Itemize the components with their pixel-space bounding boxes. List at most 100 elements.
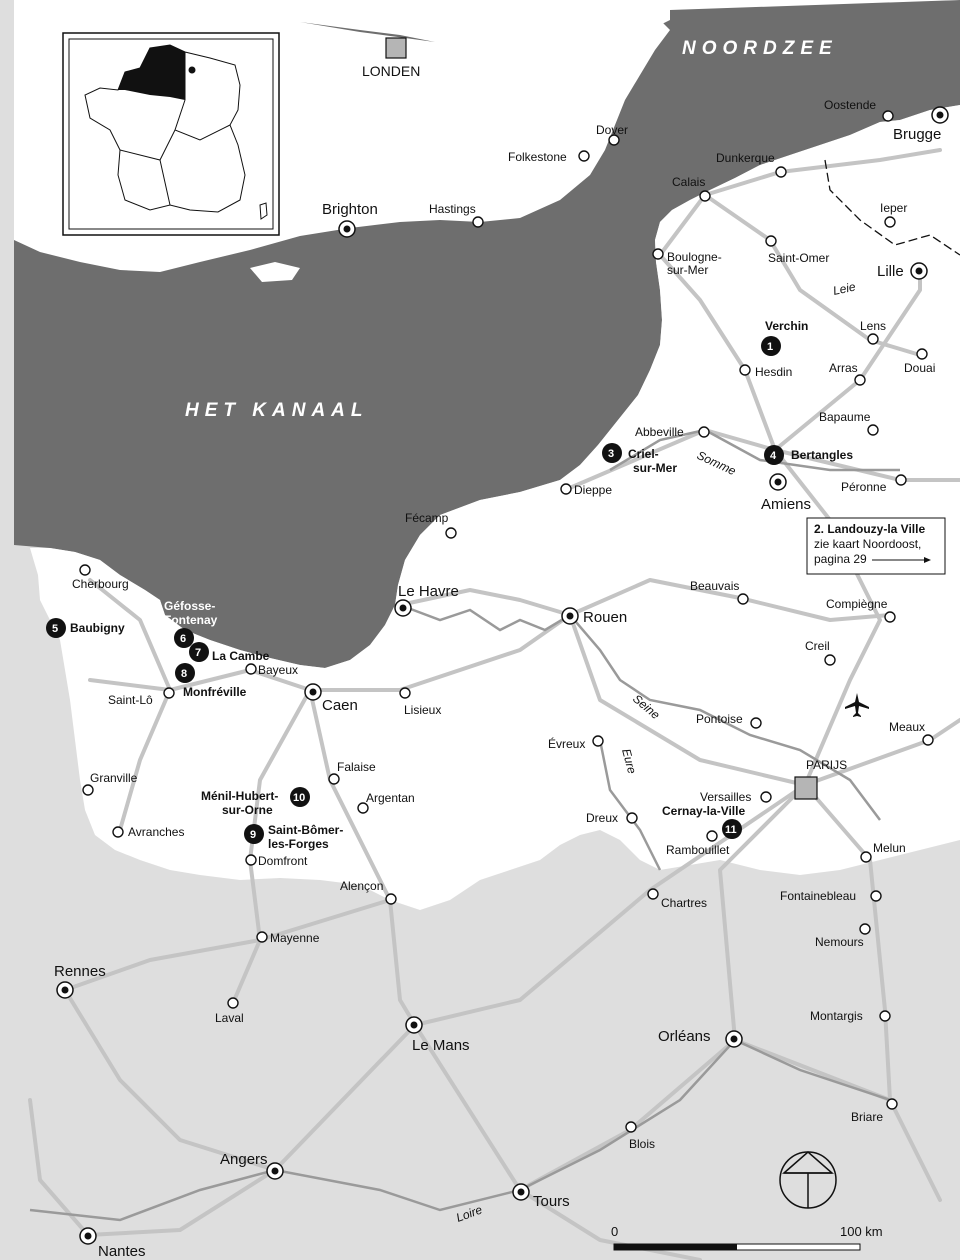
scale-label-zero: 0 xyxy=(611,1224,618,1239)
label-saint-omer: Saint-Omer xyxy=(768,251,829,265)
label-montargis: Montargis xyxy=(810,1009,863,1023)
site-label-menil-hubert-2: sur-Orne xyxy=(222,803,273,817)
label-falaise: Falaise xyxy=(337,760,376,774)
label-nantes: Nantes xyxy=(98,1243,146,1260)
locator-highlight xyxy=(118,45,185,100)
label-nemours: Nemours xyxy=(815,935,864,949)
label-dover: Dover xyxy=(596,123,628,137)
label-fontainebleau: Fontainebleau xyxy=(780,889,856,903)
locator-map xyxy=(62,32,280,236)
scale-label-end: 100 km xyxy=(840,1224,883,1239)
site-number-7: 7 xyxy=(195,647,201,659)
label-le-havre: Le Havre xyxy=(398,583,459,600)
label-parijs: PARIJS xyxy=(806,758,847,772)
label-peronne: Péronne xyxy=(841,480,887,494)
site-label-criel-2: sur-Mer xyxy=(633,461,677,475)
label-oostende: Oostende xyxy=(824,98,876,112)
label-orleans: Orléans xyxy=(658,1028,711,1045)
label-bapaume: Bapaume xyxy=(819,410,871,424)
label-dreux: Dreux xyxy=(586,811,618,825)
label-alencon: Alençon xyxy=(340,879,383,893)
label-angers: Angers xyxy=(220,1151,268,1168)
site-number-4: 4 xyxy=(770,450,777,462)
label-laval: Laval xyxy=(215,1011,244,1025)
isle-of-wight xyxy=(250,262,300,282)
label-rouen: Rouen xyxy=(583,609,627,626)
label-avranches: Avranches xyxy=(128,825,184,839)
label-river-eure: Eure xyxy=(619,747,639,775)
note-line-1: zie kaart Noordoost, xyxy=(814,537,921,551)
major-city-dots xyxy=(61,111,944,1240)
site-label-saint-bomer-2: les-Forges xyxy=(268,837,329,851)
country-borders xyxy=(824,159,960,256)
label-boulogne: Boulogne- xyxy=(667,250,722,264)
france-land xyxy=(30,105,960,910)
label-dieppe: Dieppe xyxy=(574,483,612,497)
label-bayeux: Bayeux xyxy=(258,663,298,677)
site-number-5: 5 xyxy=(52,623,58,635)
site-label-cernay: Cernay-la-Ville xyxy=(662,804,745,818)
label-meaux: Meaux xyxy=(889,720,925,734)
label-caen: Caen xyxy=(322,697,358,714)
locator-paris-dot xyxy=(188,66,196,74)
site-number-6: 6 xyxy=(180,633,186,645)
label-melun: Melun xyxy=(873,841,906,855)
rivers xyxy=(29,428,900,1222)
label-saint-lo: Saint-Lô xyxy=(108,693,153,707)
site-label-gefosse: Géfosse- xyxy=(164,599,215,613)
label-hastings: Hastings xyxy=(429,202,476,216)
label-brighton: Brighton xyxy=(322,201,378,218)
note-box xyxy=(806,517,946,575)
label-rambouillet: Rambouillet xyxy=(666,843,730,857)
label-lens: Lens xyxy=(860,319,886,333)
river-eure xyxy=(598,739,662,871)
label-rennes: Rennes xyxy=(54,963,106,980)
label-ieper: Ieper xyxy=(880,201,907,215)
note-title: 2. Landouzy-la Ville xyxy=(814,522,925,536)
river-loire xyxy=(29,1038,891,1222)
label-evreux: Évreux xyxy=(548,736,585,751)
site-label-gefosse-2: Fontenay xyxy=(164,613,218,627)
site-label-baubigny: Baubigny xyxy=(70,621,125,635)
note-arrow-head xyxy=(924,557,931,563)
label-cherbourg: Cherbourg xyxy=(72,577,129,591)
label-brugge: Brugge xyxy=(893,126,941,143)
label-beauvais: Beauvais xyxy=(690,579,739,593)
label-versailles: Versailles xyxy=(700,790,751,804)
site-label-bertangles: Bertangles xyxy=(791,448,853,462)
label-calais: Calais xyxy=(672,175,705,189)
site-number-11: 11 xyxy=(725,824,737,836)
site-label-criel: Criel- xyxy=(628,447,659,461)
note-line-2: pagina 29 xyxy=(814,552,867,566)
label-douai: Douai xyxy=(904,361,935,375)
site-number-3: 3 xyxy=(608,448,614,460)
label-hesdin: Hesdin xyxy=(755,365,792,379)
label-lille: Lille xyxy=(877,263,904,280)
airport-icon xyxy=(845,693,869,717)
compass-icon xyxy=(779,1151,837,1209)
locator-regions xyxy=(119,52,231,206)
label-argentan: Argentan xyxy=(366,791,415,805)
river-seine xyxy=(399,603,881,821)
capital-marker-parijs xyxy=(794,776,818,800)
label-dunkerque: Dunkerque xyxy=(716,151,775,165)
label-londen: LONDEN xyxy=(362,63,420,79)
site-number-10: 10 xyxy=(293,792,305,804)
label-domfront: Domfront xyxy=(258,854,308,868)
site-number-1: 1 xyxy=(767,341,773,353)
site-label-verchin: Verchin xyxy=(765,319,808,333)
label-pontoise: Pontoise xyxy=(696,712,743,726)
site-label-la-cambe: La Cambe xyxy=(212,649,270,663)
label-le-mans: Le Mans xyxy=(412,1037,470,1054)
minor-city-markers xyxy=(79,110,934,1133)
sea-label-het-kanaal: HET KANAAL xyxy=(185,400,369,421)
label-creil: Creil xyxy=(805,639,830,653)
site-number-8: 8 xyxy=(181,668,187,680)
site-label-menil-hubert: Ménil-Hubert- xyxy=(201,789,278,803)
label-mayenne: Mayenne xyxy=(270,931,320,945)
label-arras: Arras xyxy=(829,361,858,375)
label-blois: Blois xyxy=(629,1137,655,1151)
site-label-monfreville: Monfréville xyxy=(183,685,247,699)
label-briare: Briare xyxy=(851,1110,883,1124)
label-amiens: Amiens xyxy=(761,496,811,513)
